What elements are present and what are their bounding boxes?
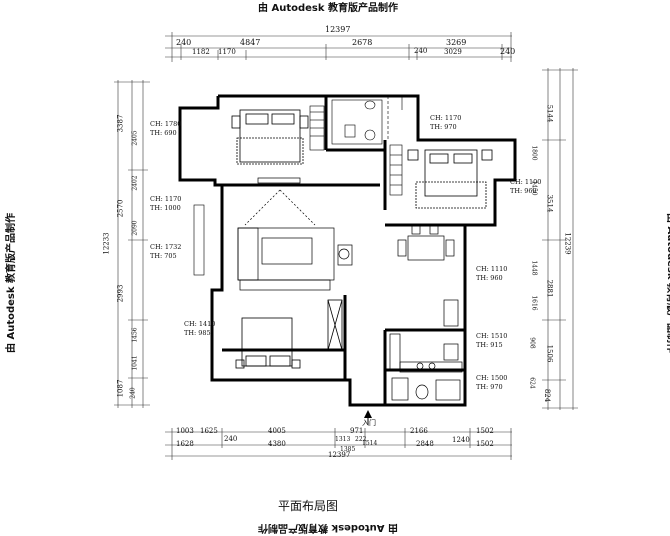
watermark-top: 由 Autodesk 教育版产品制作: [258, 3, 399, 14]
dim-bottom-6: 1313: [335, 436, 351, 443]
room-label-7: CH: 1410 TH: 985: [184, 320, 215, 338]
room-ch: CH: 1780: [150, 120, 182, 128]
dim-right-2: 3514: [545, 194, 554, 213]
dim-left-in-2: 2402: [131, 175, 139, 191]
dim-left-in-6: 240: [129, 387, 137, 399]
room-label-2: CH: 1170 TH: 970: [430, 114, 461, 132]
dim-right-5: 824: [543, 388, 552, 403]
dim-right-in-3: 1448: [530, 260, 538, 276]
dining-table: [397, 225, 455, 261]
room-th: TH: 960: [510, 187, 537, 195]
top-dimension-lines: [165, 32, 512, 62]
bed-master: [231, 109, 309, 165]
dim-bottom2-3: 1385: [340, 446, 356, 453]
entry-arrow: [364, 410, 372, 425]
room-th: TH: 690: [150, 129, 177, 137]
dim-top-3: 2678: [352, 38, 373, 47]
dim-left-in-1: 2405: [131, 130, 139, 146]
dim-left-3: 2993: [116, 284, 125, 303]
dim-bottom-8: 2166: [410, 427, 428, 435]
dim-right-in-6: 624: [528, 377, 536, 389]
dim-bottom2-4: 1514: [362, 440, 378, 447]
room-label-8: CH: 1510 TH: 915: [476, 332, 507, 350]
entry-label: 入门: [362, 419, 376, 427]
living-room-furniture: [237, 177, 353, 291]
left-dimension-lines: [114, 80, 150, 408]
dim-bottom-total: 12397: [328, 451, 351, 459]
room-ch: CH: 1100: [510, 178, 542, 186]
dim-bottom-9: 1240: [452, 436, 470, 444]
dim-top-5: 240: [500, 47, 516, 56]
dim-bottom2-1: 1628: [176, 440, 194, 448]
dim-bottom2-6: 1502: [476, 440, 494, 448]
dim-bottom-2: 1625: [200, 427, 218, 435]
bottom-dimension-lines: [165, 428, 512, 460]
room-label-5: CH: 1732 TH: 705: [150, 243, 181, 261]
room-ch: CH: 1510: [476, 332, 508, 340]
room-th: TH: 705: [150, 252, 177, 260]
room-label-6: CH: 1110 TH: 960: [476, 265, 507, 283]
dim-right-3: 2881: [545, 279, 554, 298]
room-ch: CH: 1500: [476, 374, 508, 382]
drawing-title: 平面布局图: [278, 499, 339, 513]
balcony-left: [193, 204, 205, 276]
dim-bottom2-2: 4380: [268, 440, 286, 448]
bed-second: [407, 149, 493, 209]
room-ch: CH: 1170: [430, 114, 462, 122]
dim-top-2: 4847: [240, 38, 261, 47]
wardrobe-1: [309, 105, 325, 151]
dim-top2-2: 1170: [218, 48, 236, 56]
dim-top2-4: 3029: [444, 48, 462, 56]
room-ch: CH: 1170: [150, 195, 182, 203]
room-th: TH: 1000: [150, 204, 181, 212]
dim-left-in-5: 1041: [131, 355, 139, 371]
dim-left-4: 1087: [116, 379, 125, 398]
dim-right-in-4: 1616: [530, 295, 538, 311]
dim-top-total: 12397: [325, 25, 351, 34]
room-ch: CH: 1110: [476, 265, 508, 273]
room-ch: CH: 1410: [184, 320, 216, 328]
bathroom-top: [331, 96, 403, 145]
dim-left-2: 2570: [116, 199, 125, 218]
right-dimension-lines: [542, 68, 578, 410]
dim-bottom-1: 1003: [176, 427, 194, 435]
dim-bottom-7: 222: [355, 436, 367, 443]
room-label-4: CH: 1170 TH: 1000: [150, 195, 181, 213]
dim-left-1: 3387: [116, 114, 125, 133]
dim-top2-3: 240: [414, 47, 428, 55]
dim-right-in-1: 1800: [530, 145, 538, 161]
dim-top-1: 240: [176, 38, 192, 47]
room-th: TH: 985: [184, 329, 211, 337]
dim-bottom-5: 971: [350, 427, 364, 435]
dim-right-1: 5144: [545, 104, 554, 123]
room-label-9: CH: 1500 TH: 970: [476, 374, 507, 392]
room-label-3: CH: 1100 TH: 960: [510, 178, 541, 196]
kitchen: [389, 299, 463, 373]
room-th: TH: 970: [476, 383, 503, 391]
room-label-1: CH: 1780 TH: 690: [150, 120, 181, 138]
dim-bottom2-5: 2848: [416, 440, 434, 448]
dim-top-4: 3269: [446, 38, 467, 47]
dim-right-in-5: 908: [528, 337, 536, 349]
dim-bottom-3: 240: [224, 435, 238, 443]
dim-left-outer: 12233: [102, 232, 111, 255]
dim-left-in-3: 2090: [131, 220, 139, 236]
bathroom-bottom: [391, 377, 461, 401]
room-th: TH: 915: [476, 341, 503, 349]
dim-right-outer: 12239: [563, 232, 572, 255]
room-th: TH: 970: [430, 123, 457, 131]
wardrobe-2: [389, 144, 403, 196]
dim-right-4: 1506: [545, 344, 554, 363]
dim-left-in-4: 1456: [131, 327, 139, 343]
bed-third: [235, 299, 343, 369]
room-ch: CH: 1732: [150, 243, 182, 251]
room-th: TH: 960: [476, 274, 503, 282]
dim-bottom-10: 1502: [476, 427, 494, 435]
dim-top2-1: 1182: [192, 48, 210, 56]
dim-bottom-4: 4005: [268, 427, 286, 435]
